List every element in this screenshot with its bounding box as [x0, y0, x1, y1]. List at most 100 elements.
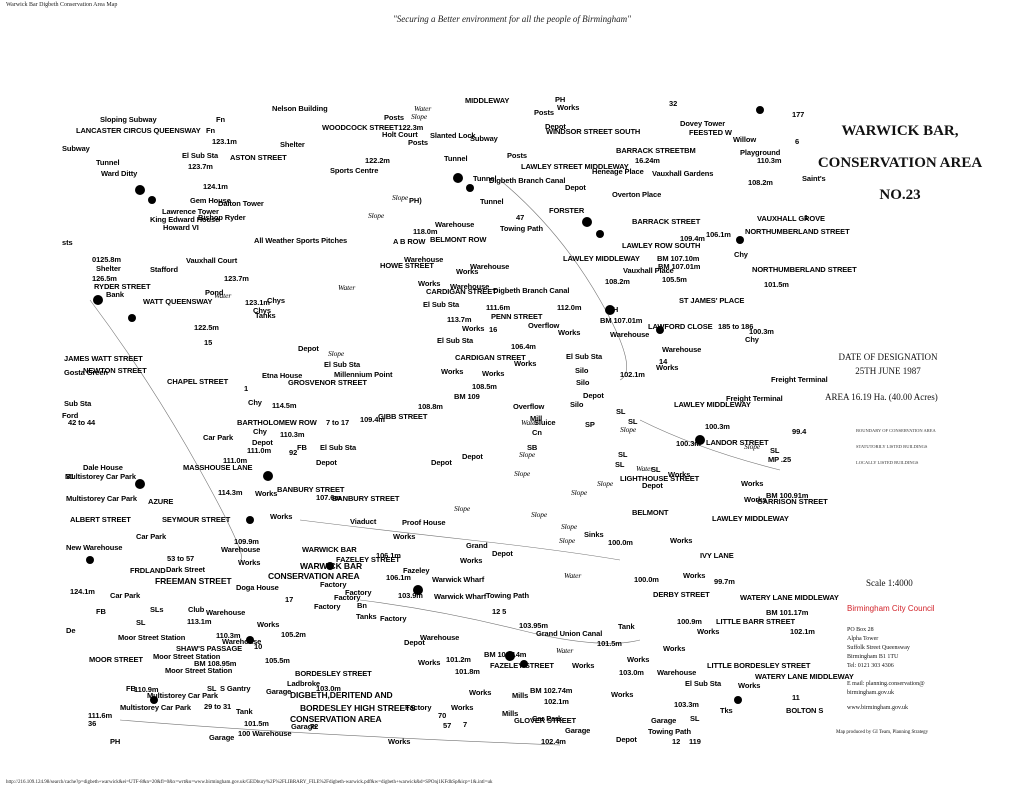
map-label: Slope — [519, 450, 536, 459]
map-label: 111.0m — [223, 456, 248, 465]
map-label: Slope — [514, 469, 531, 478]
map-label: Depot — [404, 638, 425, 647]
map-label: Depot — [431, 458, 452, 467]
map-label: Cn — [532, 428, 542, 437]
map-label: 109.4m — [680, 234, 705, 243]
map-label: 101.5m — [764, 280, 789, 289]
map-label: 7 to 17 — [326, 418, 350, 427]
map-label: BM 100.91m — [766, 491, 809, 500]
map-label: Moor Street Station — [153, 652, 221, 661]
map-label: LIGHTHOUSE STREET — [620, 474, 700, 483]
map-label: NORTHUMBERLAND STREET — [752, 265, 857, 274]
map-label: Chy — [734, 250, 748, 259]
address-line-4: Birmingham B1 1TU — [847, 654, 899, 660]
map-label: 119 — [689, 737, 701, 746]
map-label: LITTLE BORDESLEY STREET — [707, 661, 811, 670]
map-label: New Warehouse — [66, 543, 123, 552]
map-label: Works — [462, 324, 485, 333]
map-label: Works — [611, 690, 634, 699]
map-label: 0125.8m — [92, 255, 121, 264]
map-label: Warehouse — [420, 633, 460, 642]
footer-url[interactable]: http://216.109.124.98/search/cache?p=dig… — [6, 780, 493, 785]
map-label: 102.4m — [541, 737, 566, 746]
map-label: Depot — [462, 452, 483, 461]
map-label: Gem House — [190, 196, 231, 205]
map-label: BELMONT — [632, 508, 669, 517]
page-header: Warwick Bar Digbeth Conservation Area Ma… — [6, 2, 118, 8]
map-label: Multistorey Car Park — [120, 703, 191, 712]
map-label: Slope — [559, 536, 576, 545]
map-label: 108.2m — [605, 277, 630, 286]
map-label: Depot — [545, 122, 566, 131]
map-label: Digbeth Branch Canal — [493, 286, 570, 295]
map-label: Mill — [530, 414, 543, 423]
map-label: Works — [451, 703, 474, 712]
map-label: BM 108.95m — [194, 659, 237, 668]
map-label: JAMES WATT STREET — [64, 354, 143, 363]
map-label: NORTHUMBERLAND STREET — [745, 227, 850, 236]
map-label: Fn — [206, 126, 215, 135]
map-label: SB — [527, 443, 538, 452]
map-label: Factory — [345, 588, 372, 597]
map-label: Works — [388, 737, 411, 746]
map-label: 185 to 186 — [718, 322, 754, 331]
map-label: FEESTED W — [689, 128, 732, 137]
map-label: WINDSOR STREET SOUTH — [546, 127, 641, 136]
designation-date: DATE OF DESIGNATION 25TH JUNE 1987 — [828, 350, 948, 378]
map-label: Depot — [565, 183, 586, 192]
map-label: BM 102.14m — [484, 650, 527, 659]
map-label: 123.1m — [245, 298, 270, 307]
map-label: 108.5m — [472, 382, 497, 391]
map-label: Tunnel — [96, 158, 120, 167]
map-label: SL — [690, 714, 700, 723]
map-label: Sports Centre — [330, 166, 379, 175]
map-label: Tunnel — [473, 174, 497, 183]
map-label: Saint's — [802, 174, 826, 183]
map-label: Doga House — [236, 583, 279, 592]
map-label: 109.4m — [360, 415, 385, 424]
map-label: SLs — [150, 605, 164, 614]
map-label: Warehouse — [662, 345, 702, 354]
map-label: 100.3m — [676, 439, 701, 448]
map-label: RYDER STREET — [94, 282, 151, 291]
map-label: WARWICK BAR — [302, 545, 357, 554]
map-label: 112.0m — [557, 303, 582, 312]
designation-label: DATE OF DESIGNATION — [838, 352, 938, 362]
map-label: Shelter — [96, 264, 121, 273]
title-line-1: WARWICK BAR, — [841, 123, 959, 139]
map-label: Slope — [392, 193, 409, 202]
tagline: "Securing a Better environment for all t… — [393, 14, 631, 24]
map-label: 111.0m — [247, 446, 272, 455]
map-label: 100.9m — [677, 617, 702, 626]
map-label: Freight Terminal — [726, 394, 783, 403]
map-label: FRDLAND — [130, 566, 166, 575]
map-label: LAWLEY ROW SOUTH — [622, 241, 701, 250]
map-label: Factory — [334, 593, 361, 602]
map-label: 106.1m — [376, 551, 401, 560]
map-label: 103.0m — [316, 684, 341, 693]
map-label: Water — [214, 291, 232, 300]
map-label: 32 — [669, 99, 678, 108]
contact-website[interactable]: www.birmingham.gov.uk — [847, 705, 909, 711]
map-label: 7 — [463, 720, 468, 729]
map-label: 42 to 44 — [68, 418, 96, 427]
map-label: 105.5m — [265, 656, 290, 665]
map-label: BARRACK STREET — [632, 217, 701, 226]
map-label: Nelson Building — [272, 104, 328, 113]
map-label: 103.95m — [519, 621, 548, 630]
map-label: 123.1m — [212, 137, 237, 146]
map-label: 113.1m — [187, 617, 212, 626]
map-label: Chy — [253, 427, 267, 436]
map-label: Vauxhall Court — [186, 256, 238, 265]
map-label: Grand — [466, 541, 488, 550]
map-label: Warehouse — [435, 220, 475, 229]
map-label: Subway — [62, 144, 90, 153]
map-label: WOODCOCK STREET122.3m — [322, 123, 424, 132]
map-label: LANCASTER CIRCUS QUEENSWAY — [76, 126, 201, 135]
map-label: Works — [656, 363, 679, 372]
map-label: Viaduct — [350, 517, 377, 526]
map-label: 123.7m — [188, 162, 213, 171]
map-label: Car Park — [136, 532, 167, 541]
map-label: BM 107.01m — [600, 316, 643, 325]
map-label: Posts — [384, 113, 404, 122]
